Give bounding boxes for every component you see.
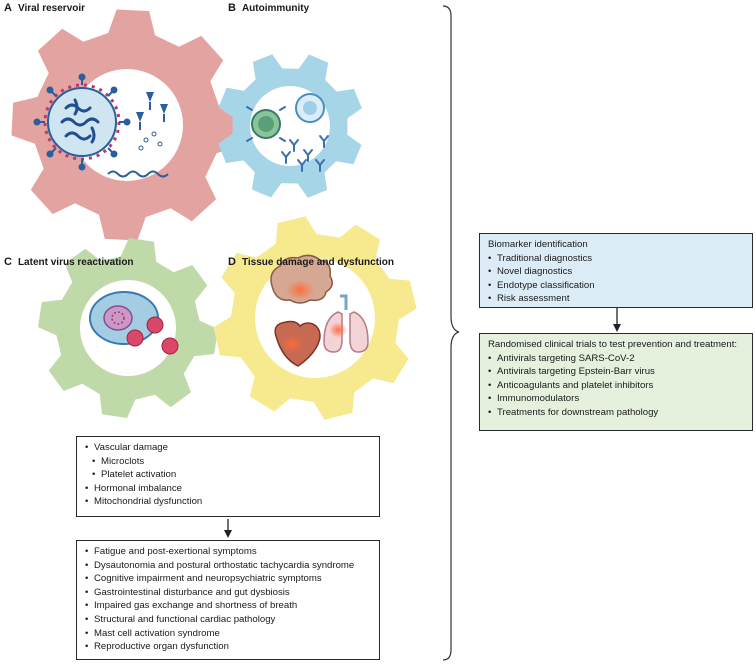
trials-heading: Randomised clinical trials to test preve… (488, 339, 738, 350)
panel-b-label: B Autoimmunity (228, 2, 309, 14)
b-cell-icon (295, 93, 325, 123)
symptom-item: Fatigue and post-exertional symptoms (85, 545, 371, 559)
gear-b (218, 54, 362, 198)
grouping-bracket (442, 5, 460, 661)
symptom-item: Dysautonomia and postural orthostatic ta… (85, 559, 371, 573)
symptoms-box: Fatigue and post-exertional symptomsDysa… (76, 540, 380, 660)
panel-c-letter: C (4, 256, 12, 268)
symptom-item: Gastrointestinal disturbance and gut dys… (85, 586, 371, 600)
trial-item: Treatments for downstream pathology (488, 406, 744, 420)
trial-item: Antivirals targeting SARS-CoV-2 (488, 352, 744, 366)
symptom-item: Structural and functional cardiac pathol… (85, 613, 371, 627)
trials-list: Antivirals targeting SARS-CoV-2Antiviral… (488, 352, 744, 420)
virus-particle-icon (33, 73, 131, 171)
brain-icon (270, 254, 333, 304)
panel-d-letter: D (228, 256, 236, 268)
trial-item: Anticoagulants and platelet inhibitors (488, 379, 744, 393)
reactivated-virus-icon (126, 316, 179, 355)
panel-b-title: Autoimmunity (241, 3, 310, 14)
mechanism-item: Vascular damage (85, 441, 371, 455)
mechanism-item: Mitochondrial dysfunction (85, 495, 371, 509)
biomarker-heading: Biomarker identification (488, 239, 588, 250)
biomarker-item: Novel diagnostics (488, 265, 744, 279)
trial-item: Immunomodulators (488, 392, 744, 406)
symptom-item: Impaired gas exchange and shortness of b… (85, 599, 371, 613)
mechanism-item: Microclots (85, 455, 371, 469)
symptom-item: Reproductive organ dysfunction (85, 640, 371, 654)
mechanisms-list: Vascular damageMicroclotsPlatelet activa… (85, 441, 371, 509)
panel-d-label: D Tissue damage and dysfunction (228, 256, 394, 268)
panel-d-title: Tissue damage and dysfunction (241, 257, 395, 268)
biomarker-box: Biomarker identification Traditional dia… (479, 233, 753, 308)
panel-c-label: C Latent virus reactivation (4, 256, 134, 268)
panel-b-letter: B (228, 2, 236, 14)
down-arrow-left (224, 519, 232, 538)
mechanism-item: Platelet activation (85, 468, 371, 482)
heart-icon (274, 320, 321, 367)
trials-box: Randomised clinical trials to test preve… (479, 333, 753, 431)
biomarker-item: Risk assessment (488, 292, 744, 306)
panel-a-title: Viral reservoir (17, 3, 86, 14)
symptoms-list: Fatigue and post-exertional symptomsDysa… (85, 545, 371, 654)
viral-rna-icon (107, 170, 169, 178)
mechanism-item: Hormonal imbalance (85, 482, 371, 496)
symptom-item: Mast cell activation syndrome (85, 627, 371, 641)
panel-a-letter: A (4, 2, 12, 14)
symptom-item: Cognitive impairment and neuropsychiatri… (85, 572, 371, 586)
trial-item: Antivirals targeting Epstein-Barr virus (488, 365, 744, 379)
biomarker-item: Traditional diagnostics (488, 252, 744, 266)
lungs-icon (323, 294, 369, 353)
mechanisms-box: Vascular damageMicroclotsPlatelet activa… (76, 436, 380, 517)
panel-c-title: Latent virus reactivation (17, 257, 134, 268)
antibody-icon (246, 106, 329, 172)
spike-proteins-icon (136, 92, 168, 151)
down-arrow-right (613, 308, 621, 332)
panel-a-label: A Viral reservoir (4, 2, 85, 14)
gear-d (213, 216, 417, 420)
biomarker-list: Traditional diagnosticsNovel diagnostics… (488, 252, 744, 306)
immune-cell-icon (251, 109, 281, 139)
infected-cell-icon (89, 291, 159, 345)
biomarker-item: Endotype classification (488, 279, 744, 293)
